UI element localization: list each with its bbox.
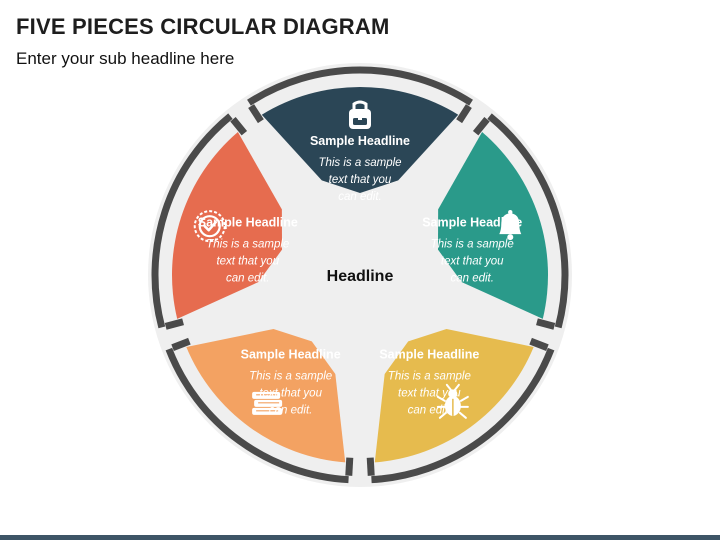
- badge-check-icon: [193, 210, 226, 243]
- segment-body-line: This is a sample: [431, 239, 514, 251]
- ring-tab: [456, 104, 472, 124]
- ring-tab: [536, 318, 556, 330]
- segment-body-line: can edit.: [269, 404, 312, 416]
- segment-2: [437, 132, 548, 319]
- ring-tab: [529, 337, 549, 351]
- segment-body-line: can edit.: [408, 404, 451, 416]
- ring-tab: [171, 337, 191, 351]
- ring-tab: [230, 117, 248, 136]
- page-subtitle: Enter your sub headline here: [16, 49, 235, 68]
- segment-body-line: This is a sample: [206, 239, 289, 251]
- segment-body-line: This is a sample: [388, 370, 471, 382]
- segment-5: [172, 132, 283, 319]
- segment-headline: Sample Headline: [379, 347, 479, 361]
- ring-tab: [472, 117, 490, 136]
- segment-1: [261, 87, 459, 193]
- bell-icon: [499, 209, 522, 241]
- bug-icon: [436, 383, 469, 419]
- ring-tab: [366, 457, 375, 476]
- segment-body-line: This is a sample: [318, 157, 401, 169]
- segment-body-line: text that you: [441, 256, 504, 268]
- books-icon: [252, 391, 283, 415]
- page-title: FIVE PIECES CIRCULAR DIAGRAM: [16, 14, 390, 39]
- ring-arc-1: [247, 66, 473, 106]
- segment-body-line: text that you: [398, 387, 461, 399]
- segment-body-line: can edit.: [226, 273, 269, 285]
- segment-body-line: This is a sample: [249, 370, 332, 382]
- ring-arc-5: [151, 113, 233, 329]
- segment-body-line: text that you: [329, 174, 392, 186]
- segment-headline: Sample Headline: [198, 216, 298, 230]
- ring-tab: [248, 104, 264, 124]
- segment-body-line: text that you: [259, 387, 322, 399]
- ring-tab: [345, 457, 354, 476]
- ring-arc-2: [487, 113, 569, 329]
- bottom-accent-bar: [0, 535, 720, 540]
- segment-headline: Sample Headline: [422, 216, 522, 230]
- segment-body-line: can edit.: [450, 273, 493, 285]
- center-headline: Headline: [327, 268, 394, 285]
- segment-body-line: can edit.: [338, 191, 381, 203]
- segment-headline: Sample Headline: [310, 134, 410, 148]
- ring-arc-3: [371, 347, 555, 484]
- segment-body-line: text that you: [216, 256, 279, 268]
- segment-headline: Sample Headline: [241, 347, 341, 361]
- ring-arc-4: [165, 347, 349, 484]
- backpack-icon: [349, 100, 371, 129]
- ring-tab: [164, 318, 184, 330]
